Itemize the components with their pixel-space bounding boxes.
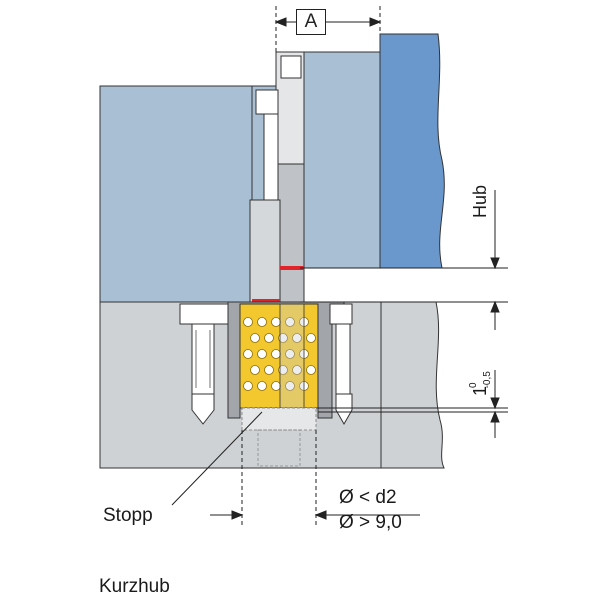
dimension-tolerance <box>318 370 508 438</box>
caption: Kurzhub <box>99 576 170 597</box>
reference-a-box: A <box>296 9 326 35</box>
stopper <box>241 407 317 431</box>
screw-left <box>179 303 229 425</box>
hub-label: Hub <box>470 184 490 218</box>
dimension-hub <box>300 190 508 330</box>
red-marker-upper <box>280 266 304 270</box>
tolerance-upper: 0 <box>468 382 479 388</box>
screw-right <box>329 303 353 426</box>
upper-ram <box>379 33 445 269</box>
diameter-greater-than-9: Ø > 9,0 <box>339 512 402 533</box>
guide-pin-in-cage <box>279 303 305 409</box>
lower-plate-right <box>380 301 445 469</box>
guide-pin-body <box>277 163 305 315</box>
stopp-label: Stopp <box>103 505 153 526</box>
tolerance-lower: -0,5 <box>482 371 493 389</box>
stopper-bore <box>257 429 301 467</box>
upper-plate-left <box>99 85 253 303</box>
guide-pin-holder <box>249 199 281 305</box>
guide-pin-head <box>255 89 279 115</box>
guide-pin-cap <box>280 55 302 79</box>
diameter-less-than-d2: Ø < d2 <box>339 487 397 508</box>
stopp-leader <box>171 411 263 506</box>
guide-pin-shaft <box>263 113 279 201</box>
ball-cage-balls <box>243 317 316 391</box>
tolerance-label: 10-0,5 <box>468 363 493 396</box>
dimension-a <box>274 6 382 52</box>
dimension-diameter <box>210 430 420 525</box>
red-marker-lower <box>252 299 280 303</box>
